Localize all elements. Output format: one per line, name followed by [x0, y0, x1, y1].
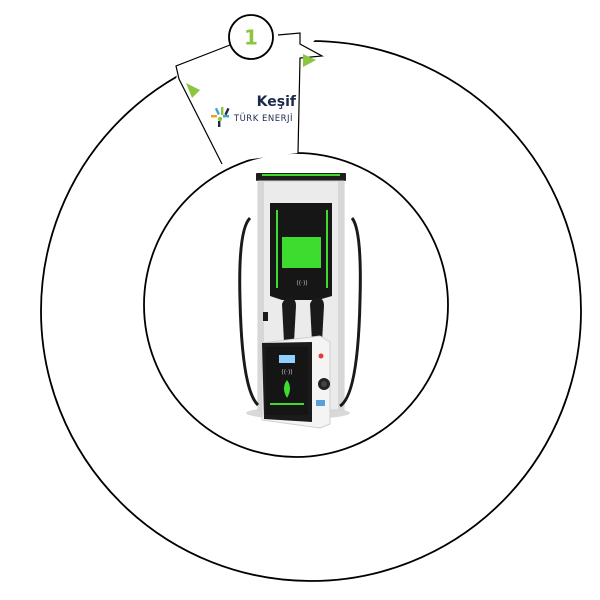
pointer-arrow-icon [186, 83, 200, 98]
brand-logo: Keşif TÜRK ENERJİ [211, 94, 297, 127]
brand-subtitle: TÜRK ENERJİ [233, 113, 293, 124]
step-number: 1 [244, 26, 258, 50]
keşif-burst-icon [211, 107, 230, 127]
callout-connector-right [277, 32, 325, 154]
step-badge: 1 [228, 14, 274, 60]
callout-connector-left [175, 33, 320, 165]
ev-charging-station-image: ((·)) ((·)) [238, 173, 362, 429]
brand-name: Keşif [257, 94, 297, 110]
svg-text:((·)): ((·)) [296, 280, 307, 287]
svg-text:((·)): ((·)) [281, 369, 292, 376]
pointer-arrow-icon [303, 54, 316, 67]
wallbox-charger: ((·)) [261, 335, 331, 429]
